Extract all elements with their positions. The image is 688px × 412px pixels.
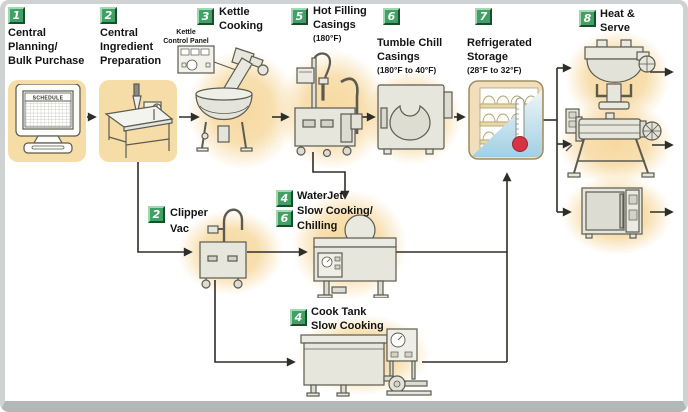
- heat-serve-roller-illustration: [565, 108, 662, 178]
- title-line: Heat &: [600, 8, 635, 20]
- planning-computer-illustration: SCHEDULE: [15, 84, 81, 154]
- step-badge-tumble-chill: 6: [383, 8, 400, 25]
- arrow-prep-to-clipper-vac: [137, 162, 193, 257]
- title-line: Casings: [377, 51, 420, 63]
- kettle-cooking-illustration: [177, 45, 269, 152]
- title-central-planning: Central Planning/ Bulk Purchase: [8, 26, 84, 68]
- title-line: Casings: [313, 19, 356, 31]
- step-badge-kettle: 3: [197, 8, 214, 25]
- title-line: Slow Cooking: [311, 320, 384, 332]
- title-central-ingredient-prep: Central Ingredient Preparation: [100, 26, 161, 68]
- title-waterjet: WaterJet Slow Cooking/ Chilling: [297, 189, 373, 234]
- title-line: Vac: [170, 223, 189, 235]
- temp-label: (28°F to 32°F): [467, 65, 522, 75]
- prep-table-illustration: [104, 83, 174, 158]
- step-badge-waterjet-6: 6: [276, 210, 293, 227]
- title-line: Kettle: [219, 6, 250, 18]
- title-hot-filling: Hot Filling Casings (180°F): [313, 4, 367, 44]
- clipper-vac-illustration: [199, 208, 247, 289]
- arrow-clipper-vac-to-cook-tank: [214, 280, 296, 367]
- tumble-chill-illustration: [377, 84, 453, 155]
- title-line: WaterJet: [297, 190, 344, 202]
- title-line: Chilling: [297, 220, 338, 232]
- title-line: Serve: [600, 22, 630, 34]
- label-kettle-control-panel: Kettle Control Panel: [155, 29, 217, 46]
- title-kettle-cooking: Kettle Cooking: [219, 5, 263, 33]
- title-heat-serve: Heat & Serve: [600, 7, 635, 35]
- step-badge-clipper-vac: 2: [148, 206, 165, 223]
- title-tumble-chill: Tumble Chill Casings (180°F to 40°F): [377, 36, 442, 76]
- title-line: Cooking: [219, 20, 263, 32]
- title-line: Hot Filling: [313, 5, 367, 17]
- label-line: Kettle: [176, 29, 196, 36]
- waterjet-illustration: [313, 214, 397, 298]
- title-line: Refrigerated: [467, 37, 532, 49]
- step-badge-planning: 1: [8, 7, 25, 24]
- label-line: Control Panel: [163, 37, 209, 45]
- title-cook-tank: Cook Tank Slow Cooking: [311, 305, 384, 333]
- title-refrigerated-storage: Refrigerated Storage (28°F to 32°F): [467, 36, 532, 76]
- step-badge-heat-serve: 8: [579, 10, 596, 27]
- step-badge-cook-tank: 4: [290, 309, 307, 326]
- monitor-screen-text: SCHEDULE: [33, 96, 64, 102]
- title-line: Storage: [467, 51, 508, 63]
- hot-filling-illustration: [294, 52, 363, 158]
- temp-label: (180°F): [313, 33, 342, 43]
- step-badge-storage: 7: [475, 8, 492, 25]
- title-clipper-vac: Clipper Vac: [170, 205, 208, 237]
- title-line: Central: [100, 27, 138, 39]
- heat-serve-oven-illustration: [581, 187, 643, 239]
- title-line: Ingredient: [100, 41, 154, 53]
- step-badge-hot-filling: 5: [291, 8, 308, 25]
- title-line: Tumble Chill: [377, 37, 443, 49]
- title-line: Preparation: [100, 55, 162, 67]
- title-line: Bulk Purchase: [8, 55, 85, 67]
- title-line: Central: [8, 27, 46, 39]
- temp-label: (180°F to 40°F): [377, 65, 437, 75]
- title-line: Cook Tank: [311, 306, 367, 318]
- heat-serve-kettle-illustration: [584, 39, 656, 110]
- step-badge-waterjet-4: 4: [276, 190, 293, 207]
- title-line: Planning/: [8, 41, 58, 53]
- title-line: Slow Cooking/: [297, 205, 373, 217]
- refrigerated-storage-illustration: [468, 80, 544, 160]
- step-badge-prep: 2: [100, 7, 117, 24]
- title-line: Clipper: [170, 207, 208, 219]
- arrow-hot-filling-to-waterjet: [312, 152, 350, 200]
- cook-tank-illustration: [300, 328, 432, 397]
